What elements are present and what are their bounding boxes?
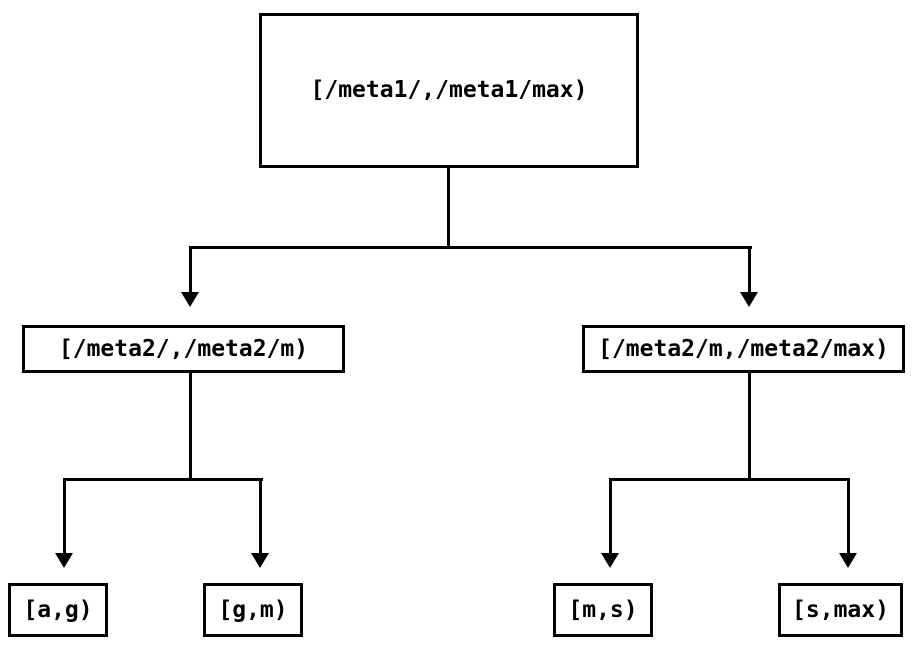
node-leaf-smax-label: [s,max) — [792, 596, 889, 623]
arrowhead-down-icon — [251, 553, 269, 568]
edge-leaf-smax-drop — [847, 478, 850, 554]
node-root: [/meta1/,/meta1/max) — [259, 13, 639, 168]
node-meta2-right: [/meta2/m,/meta2/max) — [582, 325, 905, 373]
edge-level1-bus — [189, 246, 752, 249]
node-meta2-right-label: [/meta2/m,/meta2/max) — [598, 335, 889, 362]
node-leaf-ag: [a,g) — [8, 583, 108, 637]
node-leaf-smax: [s,max) — [778, 583, 903, 637]
arrowhead-down-icon — [601, 553, 619, 568]
arrowhead-down-icon — [55, 553, 73, 568]
edge-right-subtree-stem — [748, 373, 751, 481]
node-meta2-left-label: [/meta2/,/meta2/m) — [58, 335, 309, 362]
edge-level1-right-drop — [748, 246, 751, 293]
node-leaf-gm: [g,m) — [203, 583, 303, 637]
node-leaf-ms: [m,s) — [553, 583, 653, 637]
node-leaf-ms-label: [m,s) — [568, 596, 638, 623]
node-leaf-gm-label: [g,m) — [218, 596, 288, 623]
node-meta2-left: [/meta2/,/meta2/m) — [22, 325, 345, 373]
edge-right-subtree-bus — [609, 478, 850, 481]
edge-left-subtree-bus — [63, 478, 263, 481]
edge-root-stem — [447, 168, 450, 248]
arrowhead-down-icon — [839, 553, 857, 568]
arrowhead-down-icon — [740, 292, 758, 307]
edge-leaf-ms-drop — [609, 478, 612, 554]
node-leaf-ag-label: [a,g) — [23, 596, 93, 623]
arrowhead-down-icon — [181, 292, 199, 307]
edge-level1-left-drop — [189, 246, 192, 293]
node-root-label: [/meta1/,/meta1/max) — [310, 77, 588, 103]
edge-left-subtree-stem — [189, 373, 192, 481]
edge-leaf-ag-drop — [63, 478, 66, 554]
edge-leaf-gm-drop — [259, 478, 262, 554]
